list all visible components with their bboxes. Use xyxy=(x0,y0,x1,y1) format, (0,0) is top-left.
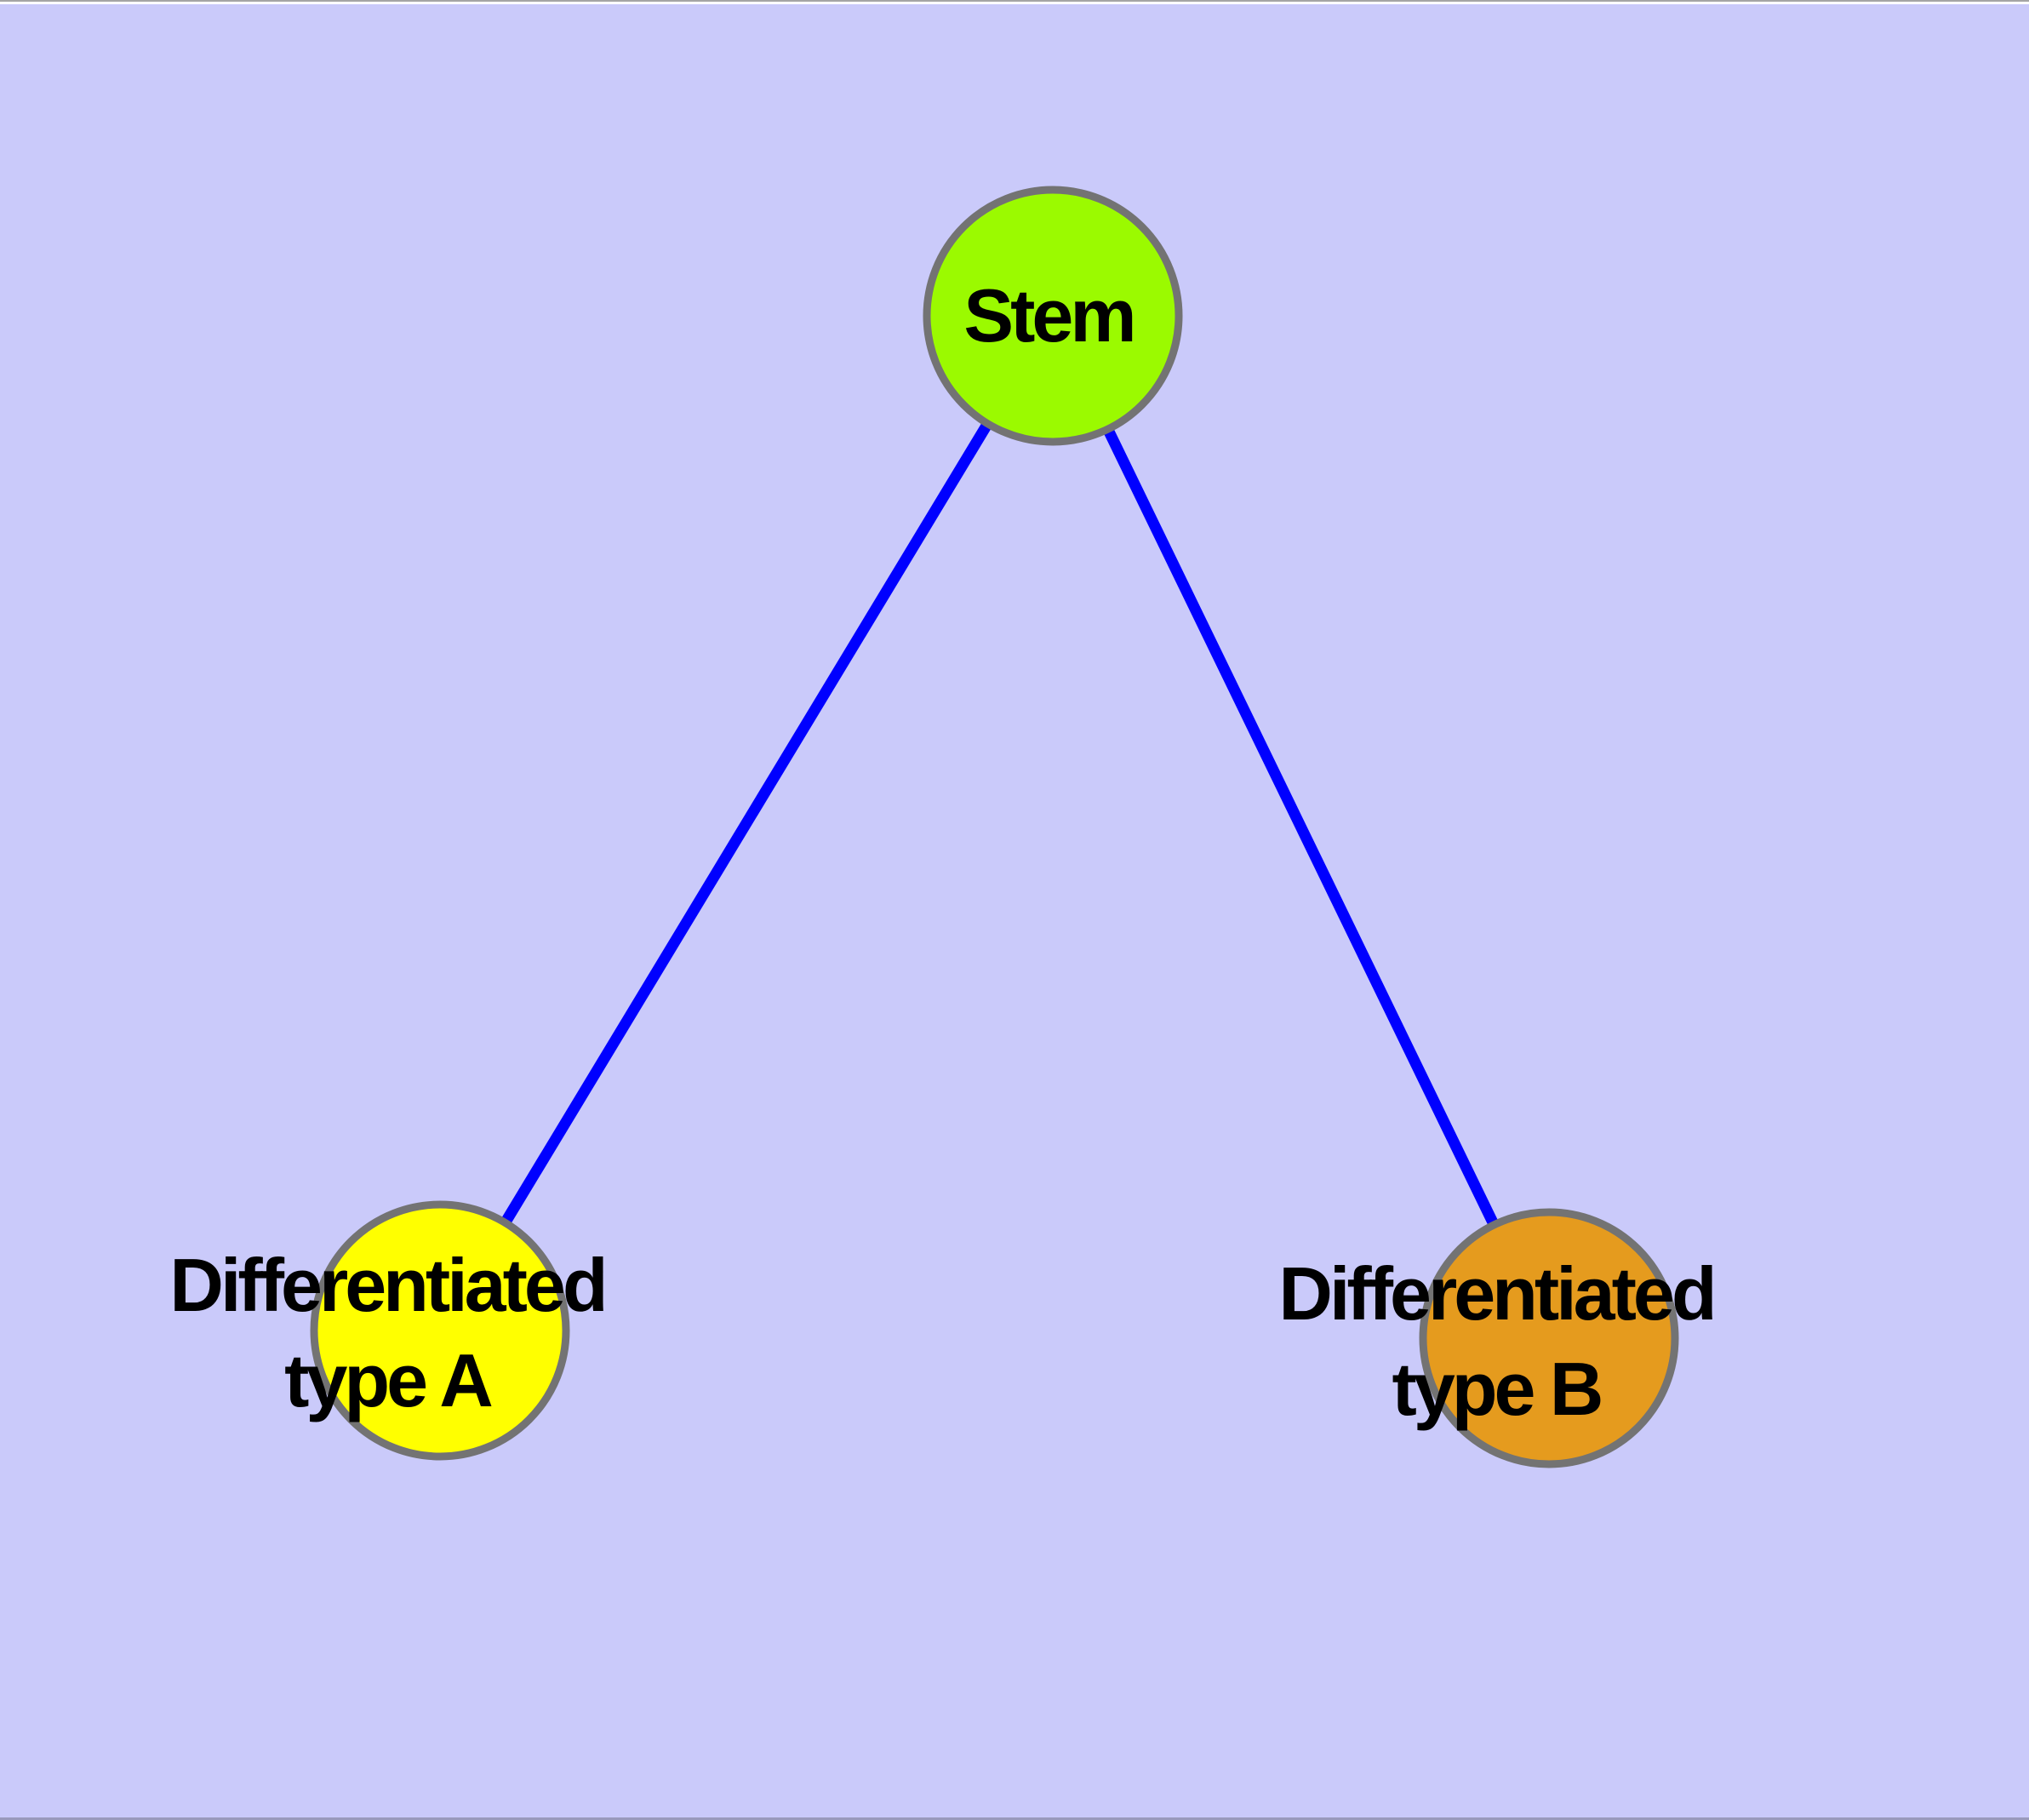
node-differentiated-type-b xyxy=(1419,1208,1679,1468)
node-label-differentiated-type-a: Differentiated type A xyxy=(169,1243,608,1422)
edge-stem-to-differentiated-type-a xyxy=(435,312,1058,1334)
node-label-differentiated-type-b: Differentiated type B xyxy=(1278,1251,1717,1431)
node-stem xyxy=(923,186,1183,446)
window-top-hairline xyxy=(0,0,2029,2)
node-label-stem: Stem xyxy=(963,273,1136,358)
window-bottom-hairline xyxy=(0,1817,2029,1820)
window-top-band xyxy=(0,2,2029,4)
node-differentiated-type-a xyxy=(310,1200,570,1461)
edge-stem-to-differentiated-type-b xyxy=(1048,313,1554,1341)
